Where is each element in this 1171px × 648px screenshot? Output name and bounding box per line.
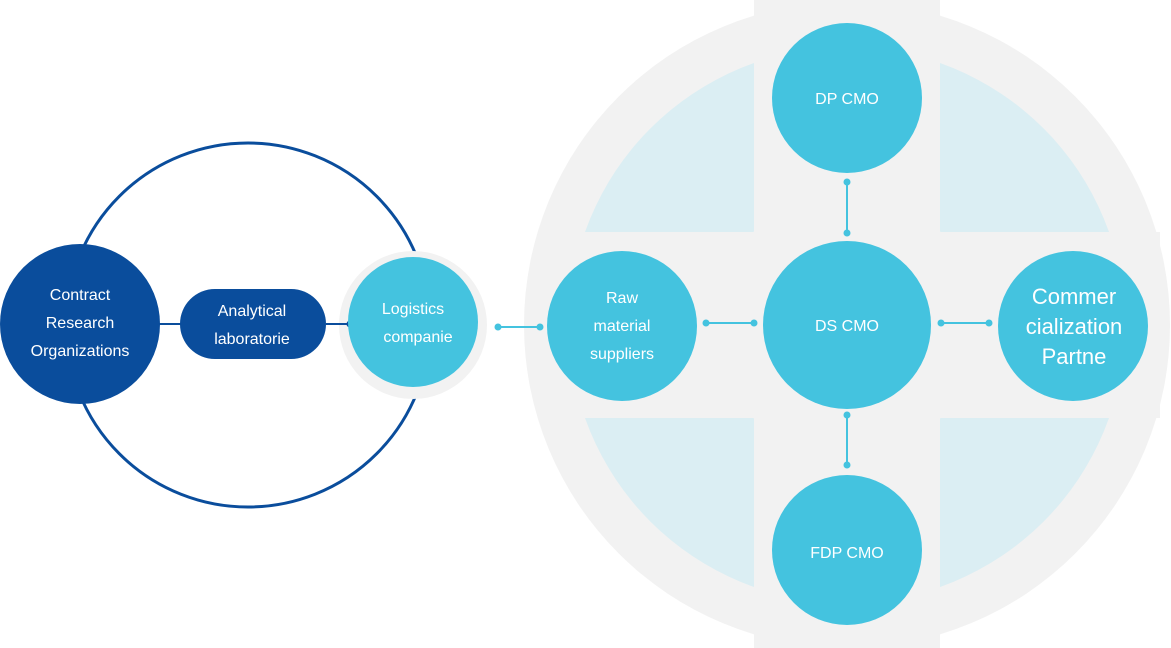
cro-label-line-1: Contract xyxy=(50,287,111,304)
node-ds-cmo: DS CMO xyxy=(763,241,931,409)
cro-label-line-3: Organizations xyxy=(31,343,130,360)
commercialization-label-line-1: Commer xyxy=(1032,284,1116,309)
node-logistics-companie: Logistics companie xyxy=(348,257,478,387)
node-commercialization-partne: Commer cialization Partne xyxy=(998,251,1148,401)
dp-label: DP CMO xyxy=(815,91,879,108)
raw-label-line-3: suppliers xyxy=(590,346,654,363)
logistics-label-line-1: Logistics xyxy=(382,301,444,318)
node-contract-research-organizations: Contract Research Organizations xyxy=(0,244,160,404)
node-analytical-laboratorie: Analytical laboratorie xyxy=(180,289,326,359)
lab-label-line-1: Analytical xyxy=(218,303,286,320)
right-connectors xyxy=(494,178,993,469)
node-fdp-cmo: FDP CMO xyxy=(772,475,922,625)
raw-label-line-1: Raw xyxy=(606,290,638,307)
raw-label-line-2: material xyxy=(594,318,651,335)
fdp-label: FDP CMO xyxy=(810,545,883,562)
cro-label-line-2: Research xyxy=(46,315,114,332)
logistics-label-line-2: companie xyxy=(383,329,452,346)
node-raw-material-suppliers: Raw material suppliers xyxy=(547,251,697,401)
commercialization-label-line-2: cialization xyxy=(1026,314,1123,339)
commercialization-label-line-3: Partne xyxy=(1042,344,1107,369)
ds-label: DS CMO xyxy=(815,318,879,335)
lab-label-line-2: laboratorie xyxy=(214,331,290,348)
node-dp-cmo: DP CMO xyxy=(772,23,922,173)
